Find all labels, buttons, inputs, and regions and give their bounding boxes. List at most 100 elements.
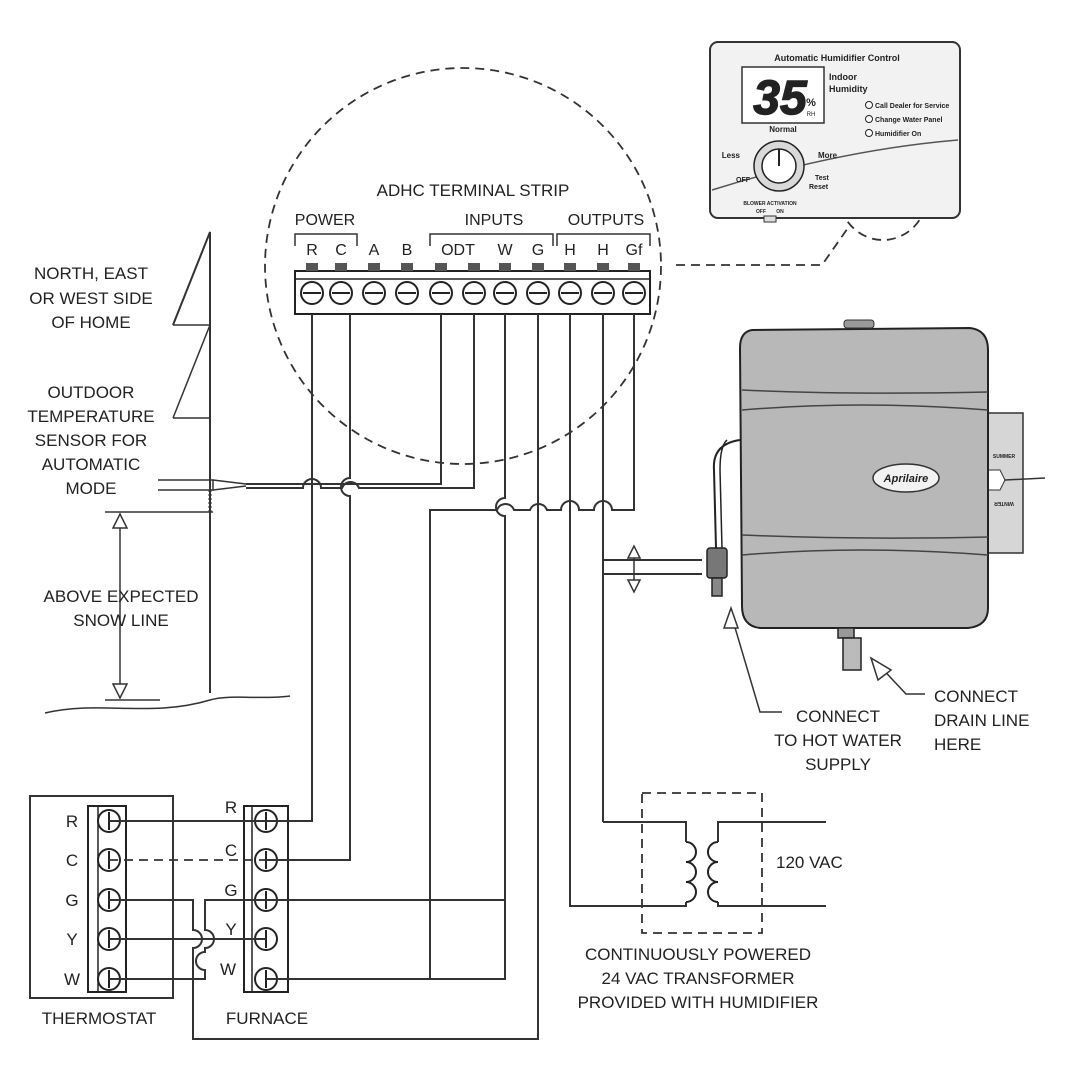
hot-water-arrow	[722, 605, 740, 629]
feed-tube	[711, 439, 741, 563]
feed-tube-inner	[719, 439, 728, 549]
strip-screw	[462, 281, 486, 305]
drain-label-2: DRAIN LINE	[934, 711, 1029, 730]
thermostat-terminal-label: W	[64, 970, 80, 989]
water-panel-indicator-led	[865, 115, 873, 123]
valve-break-arrow-down	[626, 579, 642, 594]
strip-terminal-label: H	[597, 242, 609, 259]
bracket-power	[294, 233, 358, 246]
thermostat-terminal-label: G	[65, 891, 78, 910]
strip-screw	[558, 281, 582, 305]
sensor-label-2: TEMPERATURE	[27, 407, 154, 426]
humidifier-panel-seam	[741, 389, 989, 411]
wire-output-h2	[602, 314, 702, 842]
service-indicator-label: Call Dealer for Service	[875, 103, 949, 110]
transformer-primary-coil	[707, 841, 719, 903]
blower-off-label: OFF	[756, 209, 766, 215]
valve-inlet-fitting	[711, 577, 723, 597]
wire-thermostat-g	[109, 314, 539, 1040]
summer-label: SUMMER	[993, 454, 1016, 460]
siding-line	[172, 324, 211, 419]
strip-terminal-label: H	[564, 242, 576, 259]
magnifier-leader	[676, 224, 851, 266]
strip-terminal-tab	[335, 263, 347, 271]
strip-terminal-label: G	[532, 242, 544, 259]
adhc-terminal-strip: ADHC TERMINAL STRIP POWER INPUTS OUTPUTS…	[294, 181, 651, 315]
humidity-display-unit-sub: RH	[807, 112, 816, 118]
strip-terminal-tab	[597, 263, 609, 271]
strip-terminal-label: ODT	[441, 242, 475, 259]
indoor-label: Indoor	[829, 72, 857, 82]
strip-terminal-label: Gf	[626, 242, 643, 259]
strip-terminal-label: W	[497, 242, 513, 259]
humidifier-top-tab	[843, 319, 875, 329]
test-label: Test	[815, 175, 830, 182]
thermostat-terminal-label: Y	[66, 930, 77, 949]
strip-terminal-label: C	[335, 242, 347, 259]
home-side-label-1: NORTH, EAST	[34, 264, 148, 283]
humidity-label: Humidity	[829, 84, 868, 94]
strip-terminal-label: R	[306, 242, 318, 259]
sensor-label-3: SENSOR FOR	[35, 431, 147, 450]
thermostat-terminal-label: C	[66, 851, 78, 870]
strip-screw	[493, 281, 517, 305]
strip-terminal-tab	[532, 263, 544, 271]
furnace-terminal-label: Y	[225, 920, 236, 939]
strip-screw	[329, 281, 353, 305]
house-wall	[44, 231, 291, 714]
damper-lever-arm	[1004, 477, 1046, 481]
home-side-label-2: OR WEST SIDE	[29, 289, 152, 308]
strip-screw	[622, 281, 646, 305]
group-inputs-label: INPUTS	[465, 212, 524, 229]
transformer: 120 VAC	[641, 792, 843, 934]
strip-terminal-tab	[628, 263, 640, 271]
home-side-label-3: OF HOME	[51, 313, 130, 332]
transformer-outline	[641, 792, 763, 934]
strip-screw	[429, 281, 453, 305]
furnace-label: FURNACE	[226, 1009, 308, 1028]
drain-fitting	[842, 637, 862, 671]
sensor-label-5: MODE	[66, 479, 117, 498]
strip-terminal-label: B	[402, 242, 413, 259]
control-panel-title: Automatic Humidifier Control	[774, 53, 900, 63]
transformer-secondary-coil	[685, 841, 697, 903]
humidifier-unit: SUMMER WINTER Aprilaire	[706, 319, 1046, 671]
magnifier-circle	[264, 67, 662, 465]
group-outputs-label: OUTPUTS	[568, 212, 644, 229]
hot-water-label-2: TO HOT WATER	[774, 731, 902, 750]
strip-terminal-tab	[435, 263, 447, 271]
sensor-leads	[212, 479, 247, 491]
thermostat: R C G Y W	[29, 795, 174, 999]
transformer-caption-3: PROVIDED WITH HUMIDIFIER	[578, 993, 819, 1012]
wiring	[109, 314, 702, 1040]
blower-on-label: ON	[776, 209, 784, 215]
furnace-terminal-label: G	[224, 881, 237, 900]
wire-furnace-c	[266, 314, 351, 861]
dimension-arrow-up	[111, 512, 129, 529]
drain-label-1: CONNECT	[934, 687, 1018, 706]
humidity-dial	[753, 140, 805, 192]
strip-screw	[591, 281, 615, 305]
sensor-probe	[158, 479, 214, 491]
wire-output-h1	[569, 314, 687, 907]
sensor-label-4: AUTOMATIC	[42, 455, 141, 474]
water-panel-indicator-label: Change Water Panel	[875, 117, 942, 124]
furnace-terminal-label: W	[220, 960, 236, 979]
thermostat-box	[29, 795, 174, 999]
hot-water-label-1: CONNECT	[796, 707, 880, 726]
hot-water-label-3: SUPPLY	[805, 755, 871, 774]
drain-arrow	[869, 656, 893, 682]
strip-screw	[362, 281, 386, 305]
humidity-display	[741, 66, 825, 124]
strip-terminal-label: A	[369, 242, 380, 259]
drain-fitting-top	[837, 627, 855, 639]
dial-less-label: Less	[722, 151, 741, 160]
dial-more-label: More	[818, 151, 838, 160]
hot-water-leader	[730, 613, 782, 713]
strip-terminal-tab	[368, 263, 380, 271]
wire-furnace-r	[266, 314, 313, 822]
line-voltage-wire-bottom	[717, 902, 826, 907]
valve-break-arrow-up	[626, 544, 642, 559]
aprilaire-logo: Aprilaire	[883, 473, 929, 485]
